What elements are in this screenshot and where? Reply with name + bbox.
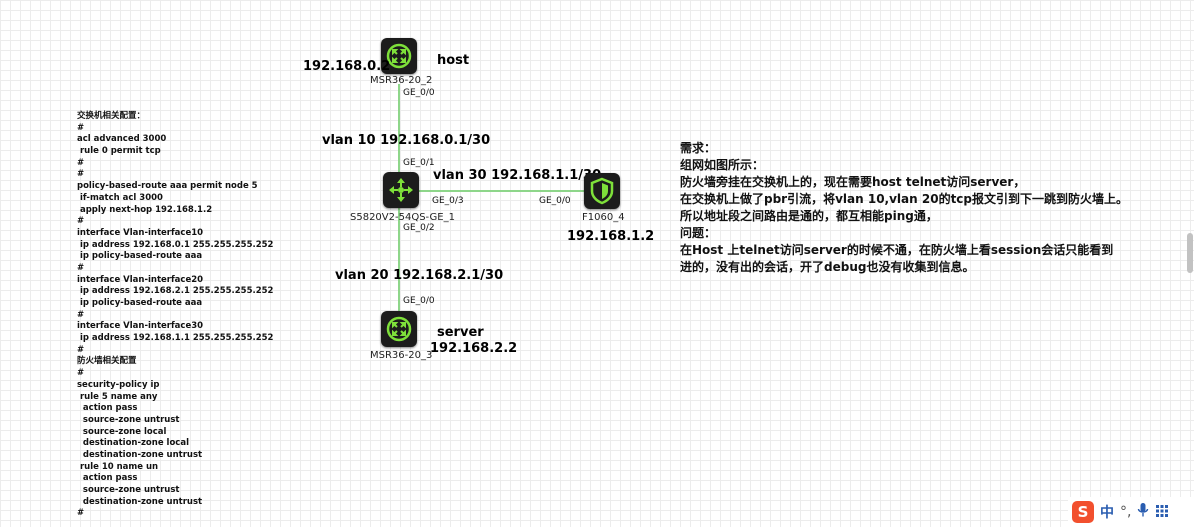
config-line: # [77,508,85,519]
config-line: ip policy-based-route aaa [77,298,203,308]
config-line: ip address 192.168.1.1 255.255.255.252 [77,333,274,344]
config-line: # [77,309,85,320]
vertical-scrollbar[interactable] [1186,0,1194,527]
config-line: 交换机相关配置： [77,111,146,121]
requirement-line: 所以地址段之间路由是通的，都互相能ping通， [680,209,938,223]
host-port: GE_0/0 [403,88,435,98]
requirement-line: 在交换机上做了pbr引流，将vlan 10,vlan 20的tcp报文引到下一跳… [680,192,1129,206]
config-line: # [77,368,85,379]
requirement-line: 问题： [680,226,717,240]
server-port: GE_0/0 [403,296,435,306]
grid-icon[interactable] [1155,503,1169,522]
switch-down-port: GE_0/2 [403,223,435,233]
host-router-name: MSR36-20_2 [370,75,433,86]
config-line: ip address 192.168.2.1 255.255.255.252 [77,286,274,297]
router-icon [386,316,412,342]
switch-icon [389,178,413,202]
server-ip: 192.168.2.2 [430,341,518,356]
firewall-port: GE_0/0 [539,196,571,206]
config-line: rule 5 name any [77,391,158,402]
requirement-text: 需求： 组网如图所示： 防火墙旁挂在交换机上的，现在需要host telnet访… [680,140,1128,276]
server-router[interactable] [381,311,417,347]
config-line: # [77,344,85,355]
vlan20-label: vlan 20 192.168.2.1/30 [335,268,504,283]
config-text: 交换机相关配置： # acl advanced 3000 rule 0 perm… [77,111,273,520]
ime-logo[interactable]: S [1072,501,1094,523]
config-line: # [77,169,85,180]
config-line: source-zone untrust [77,414,180,425]
vlan30-label: vlan 30 192.168.1.1/30 [433,168,602,183]
ime-toolbar[interactable]: S 中 °, [1068,497,1194,527]
link-switch-server [398,196,400,316]
config-line: ip address 192.168.0.1 255.255.255.252 [77,239,274,250]
config-line: action pass [77,403,138,414]
config-line: action pass [77,473,138,484]
ime-punctuation-toggle[interactable]: °, [1120,504,1132,520]
router-icon [386,43,412,69]
config-line: security-policy ip [77,379,160,390]
config-line: source-zone local [77,426,167,437]
config-line: interface Vlan-interface10 [77,227,204,238]
requirement-line: 进的，没有出的会话，开了debug也没有收集到信息。 [680,260,975,274]
firewall-name: F1060_4 [582,212,625,223]
firewall-icon [590,177,614,205]
requirement-line: 在Host 上telnet访问server的时候不通，在防火墙上看session… [680,243,1114,257]
config-line: policy-based-route aaa permit node 5 [77,181,258,192]
vlan10-label: vlan 10 192.168.0.1/30 [322,133,491,148]
config-line: # [77,122,85,133]
core-switch[interactable] [383,172,419,208]
config-line: apply next-hop 192.168.1.2 [77,204,213,215]
config-line: source-zone untrust [77,485,180,495]
config-line: # [77,216,85,227]
config-line: interface Vlan-interface20 [77,274,204,285]
config-line: 防火墙相关配置 [77,356,137,367]
link-switch-firewall [404,190,587,192]
config-line: rule 10 name un [77,461,159,472]
config-line: destination-zone untrust [77,496,203,507]
host-router[interactable] [381,38,417,74]
server-router-name: MSR36-20_3 [370,350,433,361]
ime-language-toggle[interactable]: 中 [1100,505,1114,521]
config-line: interface Vlan-interface30 [77,321,204,332]
config-line: rule 0 permit tcp [77,146,161,157]
microphone-icon[interactable] [1137,502,1149,522]
config-line: # [77,262,85,273]
core-switch-name: S5820V2-54QS-GE_1 [350,212,455,223]
config-line: destination-zone untrust [77,449,203,460]
firewall-ip: 192.168.1.2 [567,229,655,244]
config-line: acl advanced 3000 [77,134,167,145]
config-line: destination-zone local [77,438,189,449]
requirement-line: 防火墙旁挂在交换机上的，现在需要host telnet访问server， [680,175,1026,189]
scrollbar-thumb[interactable] [1187,233,1193,273]
link-host-switch [398,84,400,184]
server-role: server [437,325,484,340]
requirement-line: 需求： [680,141,717,155]
config-line: if-match acl 3000 [77,192,163,203]
firewall[interactable] [584,173,620,209]
host-ip: 192.168.0.2 [303,59,391,74]
config-line: ip policy-based-route aaa [77,251,203,262]
requirement-line: 组网如图所示： [680,158,765,172]
switch-fw-port: GE_0/3 [432,196,464,206]
switch-up-port: GE_0/1 [403,158,435,168]
host-role: host [437,53,470,68]
config-line: # [77,157,85,168]
